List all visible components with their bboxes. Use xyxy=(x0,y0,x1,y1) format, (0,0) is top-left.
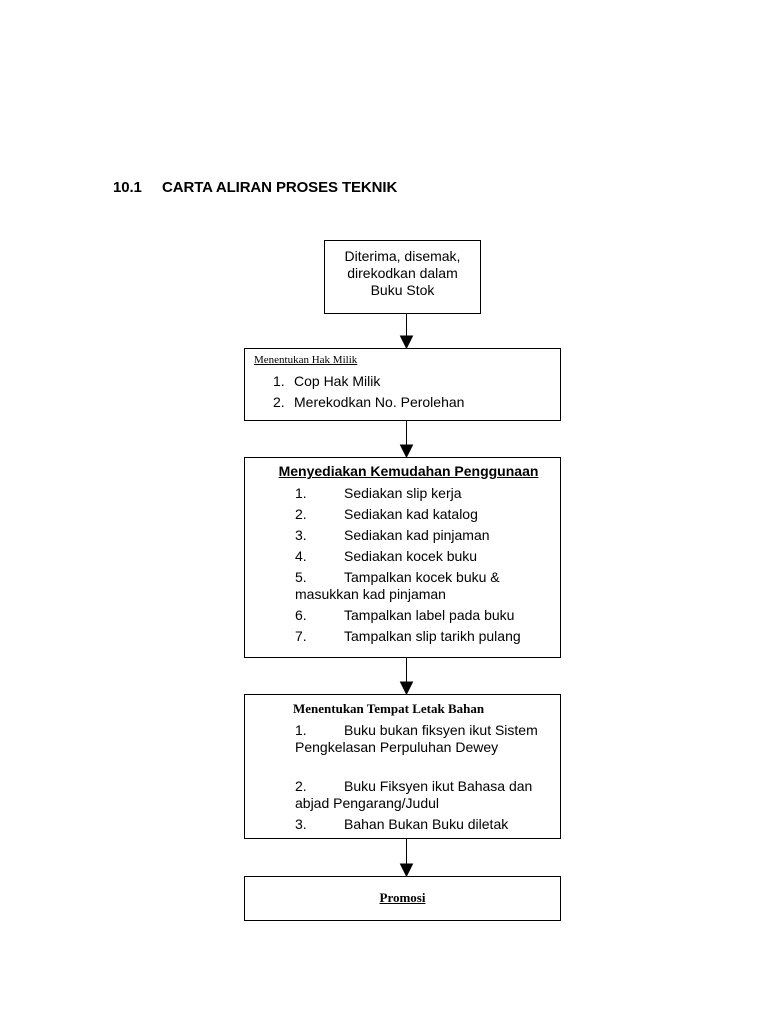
list-item: 4. Sediakan kocek buku xyxy=(295,548,557,565)
box1-line: Diterima, disemak, xyxy=(344,248,461,264)
item-number: 7. xyxy=(295,628,307,644)
box1-line: direkodkan dalam xyxy=(347,265,458,281)
list-item: 1. Cop Hak Milik xyxy=(273,373,380,389)
box4-title: Menentukan Tempat Letak Bahan xyxy=(293,701,485,716)
item-number: 1. xyxy=(273,373,285,389)
flow-box-placement: Menentukan Tempat Letak Bahan 1.Buku buk… xyxy=(244,694,561,839)
section-heading: 10.1 CARTA ALIRAN PROSES TEKNIK xyxy=(113,179,397,196)
list-item: 1. Sediakan slip kerja xyxy=(295,485,557,502)
arrowhead-4 xyxy=(399,863,414,878)
arrowhead-2 xyxy=(399,444,414,459)
list-item: 7. Tampalkan slip tarikh pulang xyxy=(295,628,557,645)
flow-box-ownership: Menentukan Hak Milik 1. Cop Hak Milik 2. M… xyxy=(244,348,561,421)
item-text: Tampalkan slip tarikh pulang xyxy=(344,628,521,644)
item-number: 4. xyxy=(295,548,307,564)
list-item: 2. Merekodkan No. Perolehan xyxy=(273,394,464,410)
item-text: Sediakan kocek buku xyxy=(344,548,478,564)
item-number: 3. xyxy=(295,527,307,543)
section-title: CARTA ALIRAN PROSES TEKNIK xyxy=(162,179,398,196)
item-text: Sediakan kad pinjaman xyxy=(344,527,490,543)
item-text: Buku bukan fiksyen ikut Sistem Pengkelas… xyxy=(295,722,538,755)
item-text: Tampalkan kocek buku & masukkan kad pinj… xyxy=(295,569,500,602)
item-number: 5. xyxy=(295,569,307,585)
arrowhead-3 xyxy=(399,681,414,696)
item-text: Merekodkan No. Perolehan xyxy=(294,394,465,410)
item-text: Sediakan kad katalog xyxy=(344,506,478,522)
box1-line: Buku Stok xyxy=(370,282,435,298)
item-number: 2. xyxy=(295,778,307,794)
item-text: Buku Fiksyen ikut Bahasa dan abjad Penga… xyxy=(295,778,533,811)
arrowhead-1 xyxy=(399,335,414,350)
flow-box-facilities: Menyediakan Kemudahan Penggunaan 1. Sedia… xyxy=(244,457,561,658)
item-number: 6. xyxy=(295,607,307,623)
list-item: 3. Bahan Bukan Buku diletak xyxy=(295,816,557,833)
item-text: Tampalkan label pada buku xyxy=(344,607,515,623)
box3-title: Menyediakan Kemudahan Penggunaan xyxy=(278,463,539,479)
item-number: 1. xyxy=(295,722,307,738)
list-item: 1.Buku bukan fiksyen ikut Sistem Pengkel… xyxy=(295,722,557,756)
box2-title: Menentukan Hak Milik xyxy=(254,354,358,366)
item-number: 1. xyxy=(295,485,307,501)
list-item: 3. Sediakan kad pinjaman xyxy=(295,527,557,544)
box5-title: Promosi xyxy=(379,890,426,905)
list-item: 2.Buku Fiksyen ikut Bahasa dan abjad Pen… xyxy=(295,778,557,812)
flow-box-receive: Diterima, disemak, direkodkan dalam Buku… xyxy=(324,240,481,314)
list-item: 2. Sediakan kad katalog xyxy=(295,506,557,523)
item-number: 3. xyxy=(295,816,307,832)
list-item: 5.Tampalkan kocek buku & masukkan kad pi… xyxy=(295,569,557,603)
section-number: 10.1 xyxy=(113,179,142,196)
item-number: 2. xyxy=(295,506,307,522)
item-text: Bahan Bukan Buku diletak xyxy=(344,816,509,832)
flow-box-promotion: Promosi xyxy=(244,876,561,921)
item-text: Cop Hak Milik xyxy=(294,373,381,389)
item-text: Sediakan slip kerja xyxy=(344,485,462,501)
list-item: 6. Tampalkan label pada buku xyxy=(295,607,557,624)
item-number: 2. xyxy=(273,394,285,410)
